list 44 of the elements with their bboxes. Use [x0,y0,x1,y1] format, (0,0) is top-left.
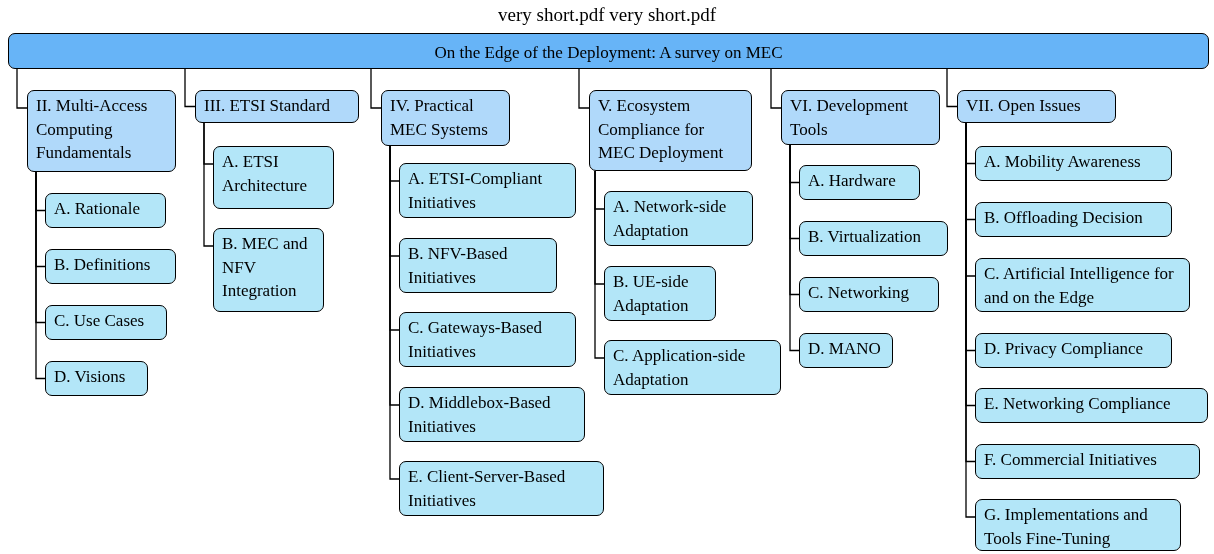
section-box: III. ETSI Standard [195,90,359,123]
connector [594,170,605,359]
connector [35,171,46,380]
connector [184,68,196,108]
subsection-box: E. Networking Compliance [975,388,1208,423]
subsection-box: A. ETSI-Compliant Initiatives [399,163,576,218]
subsection-box: C. Artificial Intelligence for and on the Edge [975,258,1190,312]
subsection-box: A. Hardware [799,165,920,200]
connector [16,68,28,109]
section-box: IV. Practical MEC Systems [381,90,510,146]
connector [770,68,782,109]
connector [203,122,214,247]
title: very short.pdf very short.pdf [497,3,717,27]
connector [789,144,800,352]
subsection-box: C. Use Cases [45,305,167,340]
connector [946,68,958,108]
subsection-box: D. MANO [799,333,893,368]
subsection-box: B. MEC and NFV Integration [213,228,324,312]
connector [389,145,400,480]
section-box: VII. Open Issues [957,90,1116,123]
subsection-box: A. Rationale [45,193,166,228]
subsection-box: B. Offloading Decision [975,202,1172,237]
subsection-box: D. Privacy Compliance [975,333,1172,368]
subsection-box: B. NFV-Based Initiatives [399,238,557,293]
subsection-box: D. Middlebox-Based Initiatives [399,387,585,442]
subsection-box: B. UE-side Adaptation [604,266,716,321]
subsection-box: F. Commercial Initiatives [975,444,1200,479]
connector [370,68,382,109]
subsection-box: D. Visions [45,361,148,396]
subsection-box: A. Network-side Adaptation [604,191,753,246]
subsection-box: C. Networking [799,277,939,312]
subsection-box: A. Mobility Awareness [975,146,1172,181]
subsection-box: C. Gateways-Based Initiatives [399,312,576,367]
root-box: On the Edge of the Deployment: A survey on MEC [8,33,1209,69]
section-box: VI. Development Tools [781,90,940,145]
connector [578,68,590,109]
section-box: V. Ecosystem Compliance for MEC Deployment [589,90,752,171]
subsection-box: E. Client-Server-Based Initiatives [399,461,604,516]
subsection-box: B. Virtualization [799,221,948,256]
subsection-box: B. Definitions [45,249,176,284]
section-box: II. Multi-Access Computing Fundamentals [27,90,176,172]
subsection-box: G. Implementations and Tools Fine-Tuning [975,499,1181,551]
subsection-box: C. Application-side Adaptation [604,340,781,395]
subsection-box: A. ETSI Architecture [213,146,334,209]
